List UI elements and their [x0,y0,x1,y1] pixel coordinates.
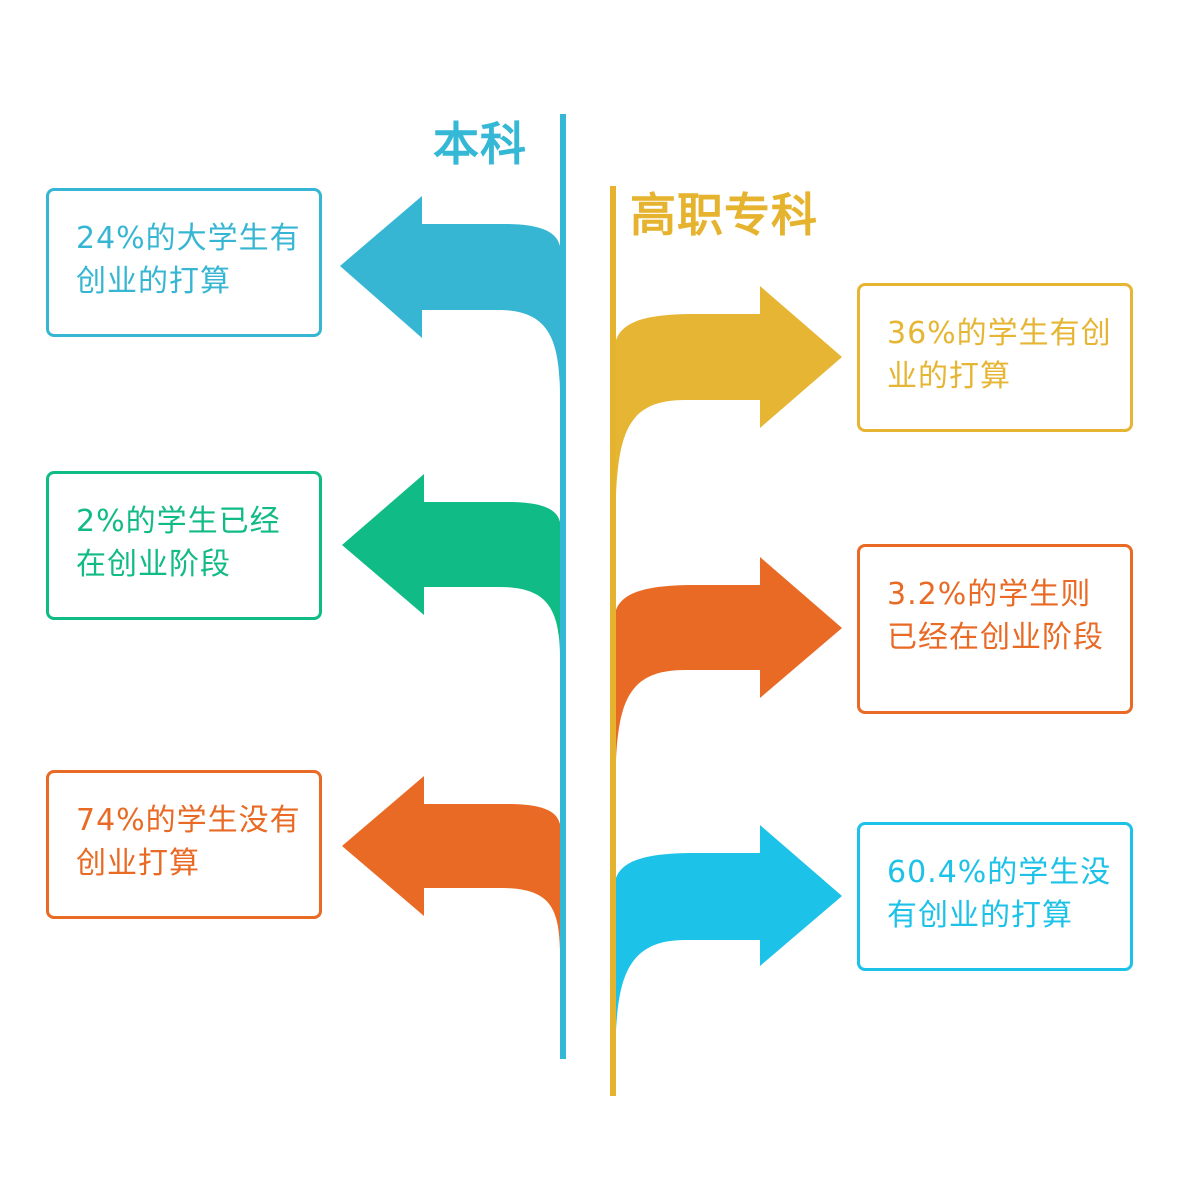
undergraduate-plan-box: 24%的大学生有创业的打算 [46,188,322,337]
undergraduate-plan-text: 24%的大学生有创业的打算 [76,221,301,299]
right-arrow-3 [616,825,842,1030]
vocational-divider-line [610,186,616,1096]
vocational-started-text: 3.2%的学生则已经在创业阶段 [887,577,1104,655]
vocational-plan-box: 36%的学生有创业的打算 [857,283,1133,432]
undergraduate-divider-line [560,114,566,1059]
undergraduate-heading: 本科 [433,117,527,171]
undergraduate-started-box: 2%的学生已经在创业阶段 [46,471,322,620]
undergraduate-no-plan-box: 74%的学生没有创业打算 [46,770,322,919]
vocational-no-plan-box: 60.4%的学生没有创业的打算 [857,822,1133,971]
vocational-plan-text: 36%的学生有创业的打算 [887,316,1112,394]
right-arrow-2 [616,557,842,760]
vocational-heading: 高职专科 [630,188,818,242]
vocational-no-plan-text: 60.4%的学生没有创业的打算 [887,855,1112,933]
left-arrow-1 [340,196,560,392]
undergraduate-no-plan-text: 74%的学生没有创业打算 [76,803,301,881]
left-arrow-2 [342,474,560,654]
vocational-started-box: 3.2%的学生则已经在创业阶段 [857,544,1133,714]
undergraduate-started-text: 2%的学生已经在创业阶段 [76,504,281,582]
right-arrow-1 [616,286,842,495]
left-arrow-3 [342,776,560,950]
